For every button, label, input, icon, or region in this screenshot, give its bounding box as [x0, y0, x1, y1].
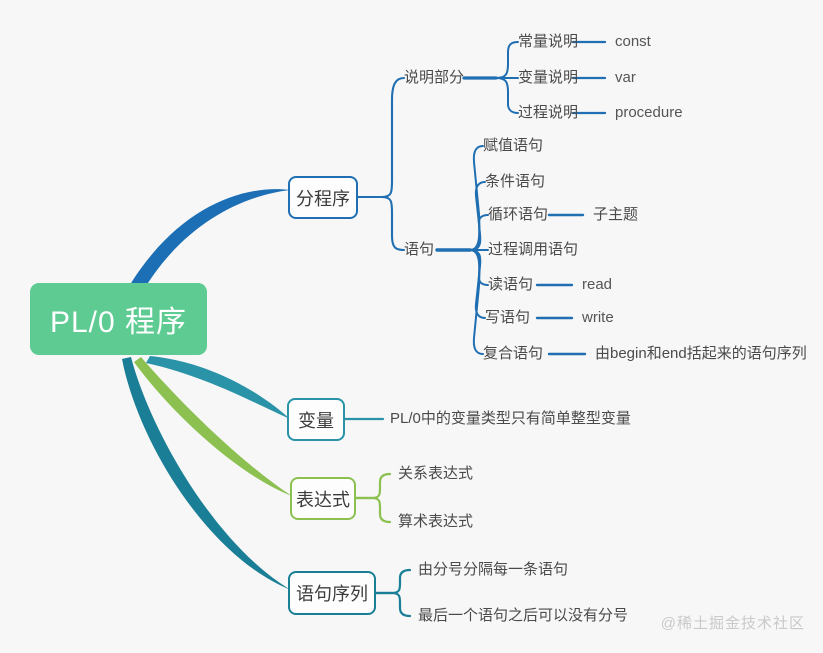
node-var-declaration[interactable]: 变量说明 — [518, 69, 579, 86]
trunk-subprogram — [128, 189, 290, 296]
node-procedure-declaration[interactable]: 过程说明 — [518, 104, 579, 121]
link-sequence-semicolon — [374, 568, 412, 595]
branch-node-statement-sequence-label: 语句序列 — [296, 584, 368, 604]
leaf-var[interactable]: var — [615, 69, 636, 86]
leaf-read[interactable]: read — [582, 276, 613, 293]
node-loop-statement[interactable]: 循环语句 — [488, 206, 549, 223]
leaf-loop-subtopic[interactable]: 子主题 — [593, 206, 639, 223]
trunk-statement-sequence — [122, 357, 291, 590]
link-expression-relational — [354, 472, 392, 500]
trunk-variable — [146, 356, 290, 419]
link-statement-condition — [469, 181, 486, 251]
link-subprogram-to-statement — [356, 195, 406, 252]
leaf-procedure[interactable]: procedure — [615, 104, 683, 121]
node-statement[interactable]: 语句 — [404, 241, 435, 258]
link-sequence-last — [374, 591, 412, 618]
node-compound-statement[interactable]: 复合语句 — [483, 345, 544, 362]
watermark: @稀土掘金技术社区 — [660, 615, 805, 632]
node-conditional-statement[interactable]: 条件语句 — [485, 173, 546, 190]
leaf-relational-expression[interactable]: 关系表达式 — [398, 465, 474, 482]
node-assignment-statement[interactable]: 赋值语句 — [483, 137, 544, 154]
branch-node-expression-label: 表达式 — [296, 489, 350, 510]
root-node[interactable]: PL/0 程序 — [30, 283, 207, 355]
branch-node-subprogram[interactable]: 分程序 — [288, 176, 358, 219]
leaf-write[interactable]: write — [582, 309, 614, 326]
trunk-expression — [134, 357, 292, 496]
link-declaration-const — [495, 41, 519, 79]
leaf-semicolon-rule[interactable]: 由分号分隔每一条语句 — [418, 561, 569, 578]
link-subprogram-to-declaration — [356, 76, 406, 199]
leaf-compound-description[interactable]: 由begin和end括起来的语句序列 — [595, 345, 807, 362]
link-statement-assign — [469, 145, 484, 251]
branch-node-subprogram-label: 分程序 — [296, 188, 350, 209]
node-procedure-call-statement[interactable]: 过程调用语句 — [488, 241, 579, 258]
leaf-variable-description[interactable]: PL/0中的变量类型只有简单整型变量 — [390, 410, 631, 427]
link-declaration-procedure — [495, 77, 519, 114]
node-declaration[interactable]: 说明部分 — [404, 69, 465, 86]
node-write-statement[interactable]: 写语句 — [485, 309, 531, 326]
leaf-const[interactable]: const — [615, 33, 651, 50]
link-statement-read — [469, 249, 489, 286]
leaf-arithmetic-expression[interactable]: 算术表达式 — [398, 513, 474, 530]
link-statement-compound — [469, 249, 484, 355]
root-node-label: PL/0 程序 — [49, 306, 188, 339]
branch-node-statement-sequence[interactable]: 语句序列 — [288, 571, 376, 615]
leaf-last-statement-rule[interactable]: 最后一个语句之后可以没有分号 — [418, 607, 629, 624]
node-read-statement[interactable]: 读语句 — [488, 276, 534, 293]
branch-node-variable[interactable]: 变量 — [287, 398, 345, 441]
link-expression-arithmetic — [354, 496, 392, 524]
branch-node-expression[interactable]: 表达式 — [290, 477, 356, 520]
link-statement-write — [469, 249, 486, 319]
branch-node-variable-label: 变量 — [298, 410, 334, 431]
node-const-declaration[interactable]: 常量说明 — [518, 33, 579, 50]
link-statement-loop — [469, 214, 489, 251]
